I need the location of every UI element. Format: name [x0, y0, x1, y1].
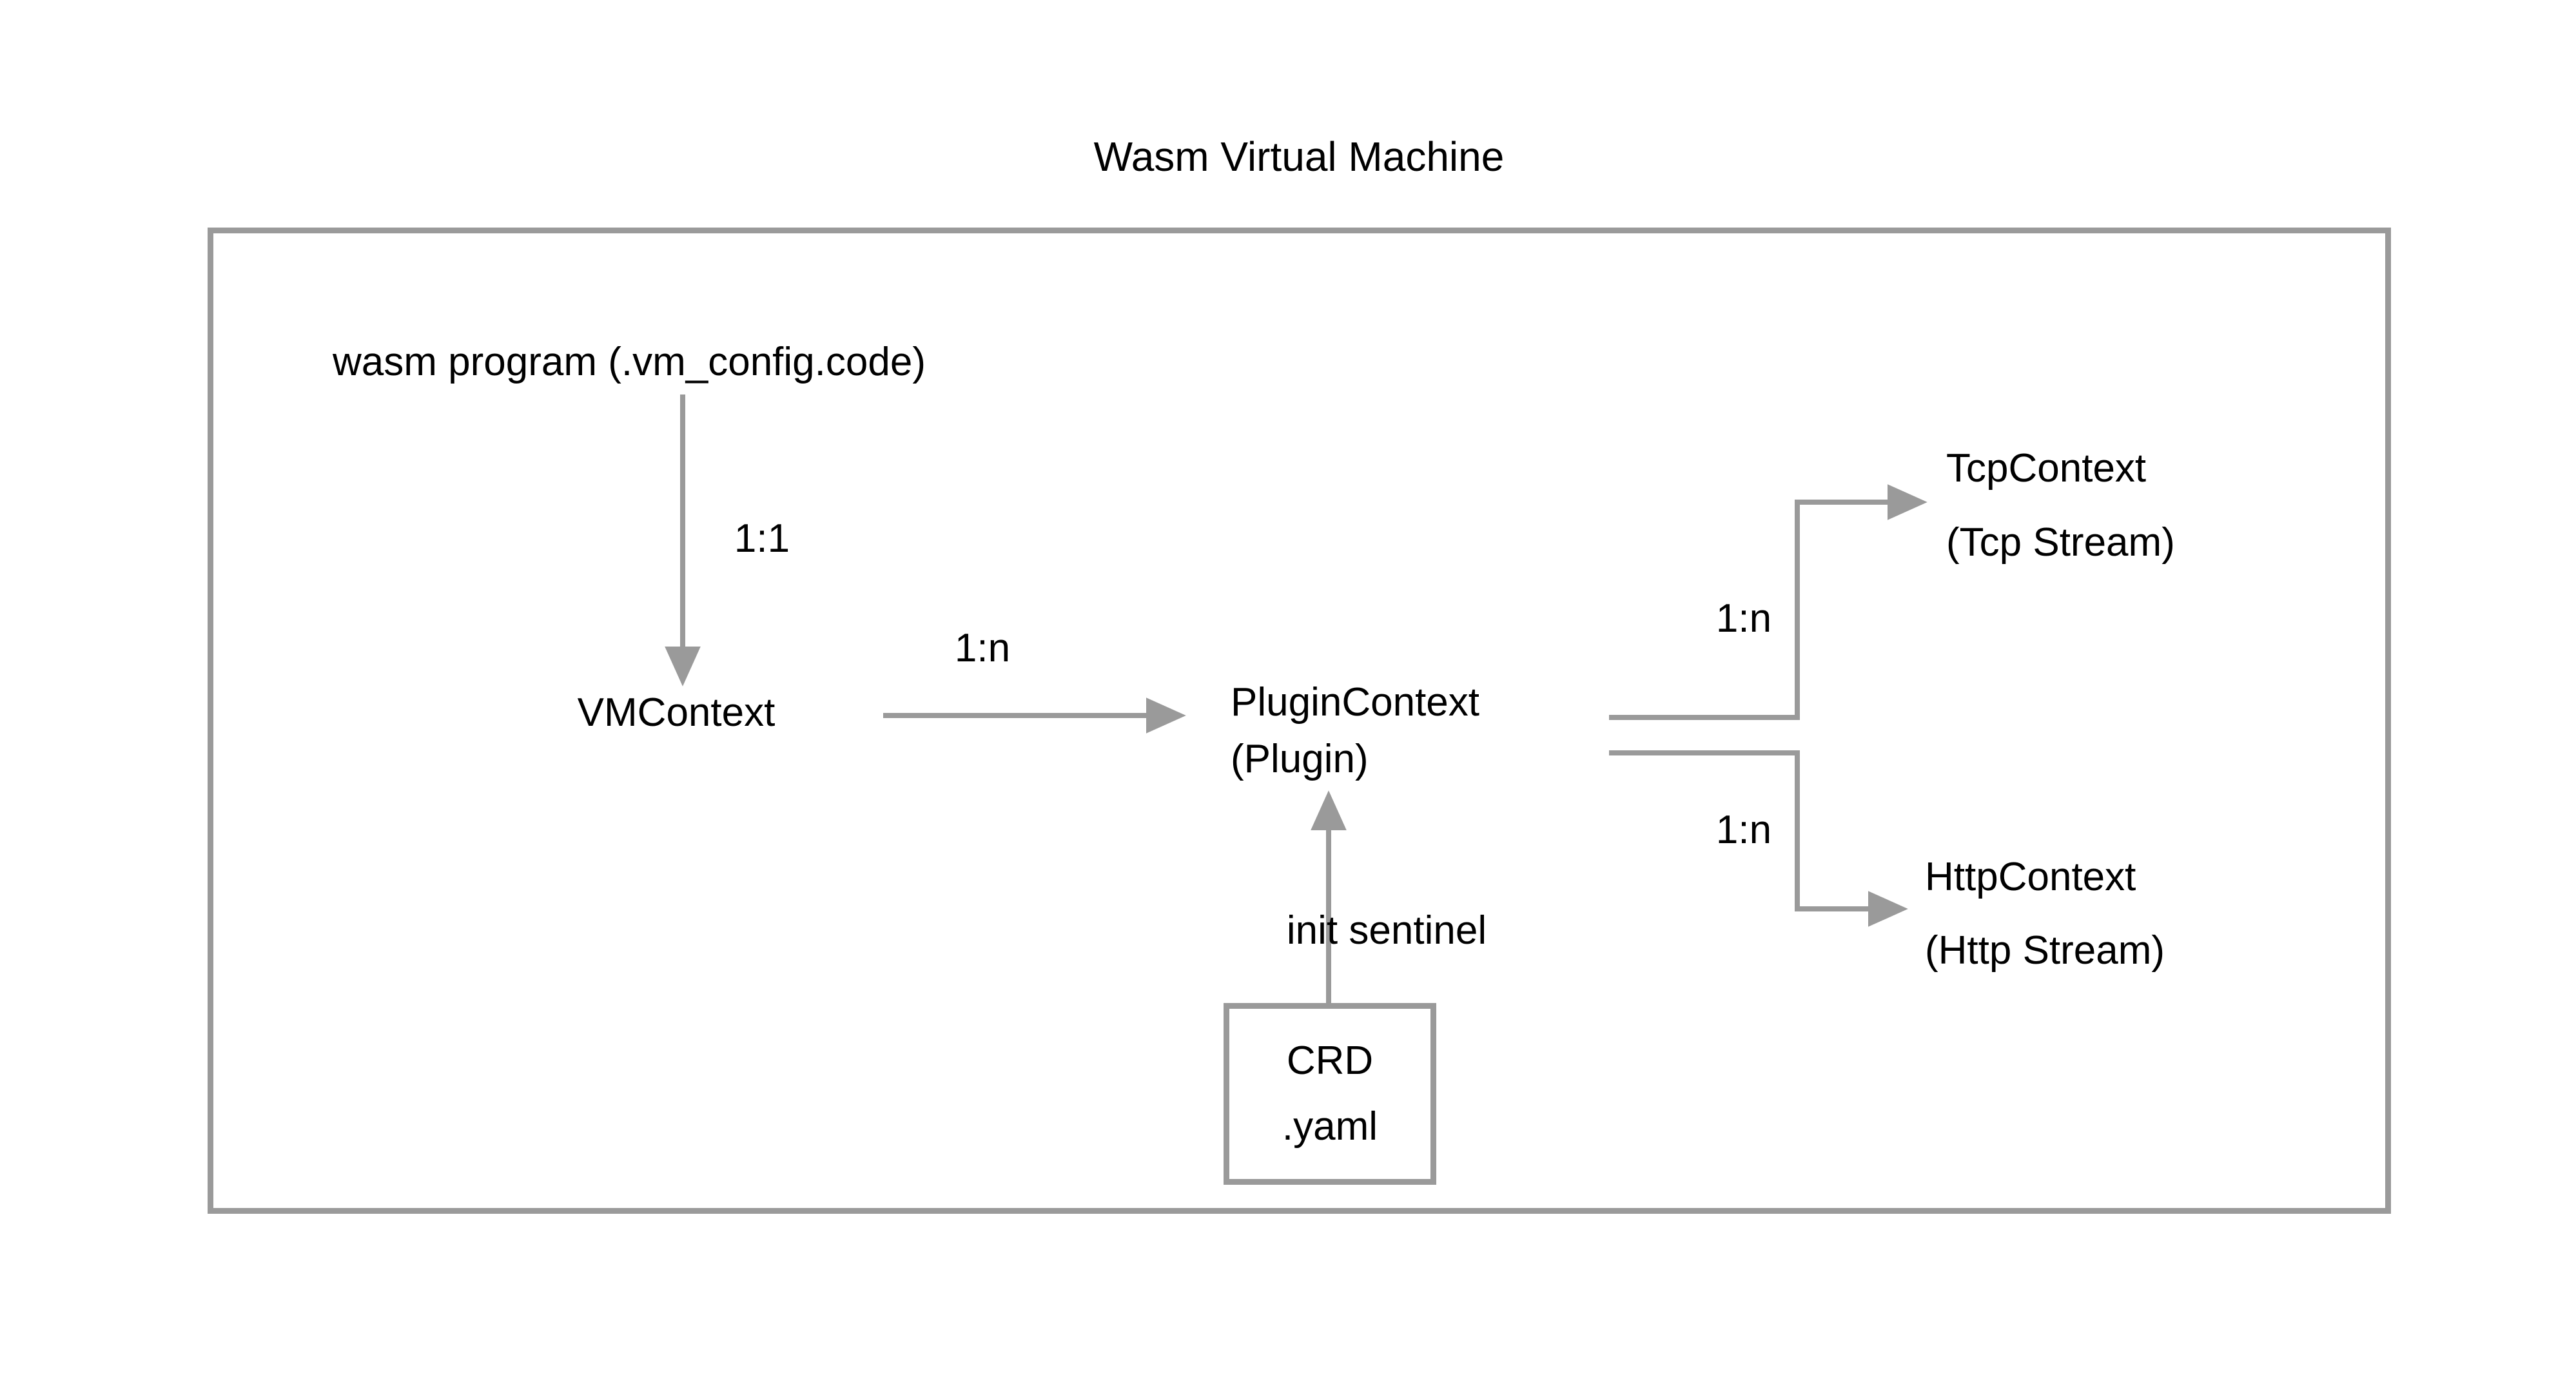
node-plugin-context-subtitle: (Plugin) — [1231, 737, 1369, 781]
edge-label-1-1: 1:1 — [734, 516, 790, 561]
node-crd-yaml-box: CRD .yaml — [1224, 1003, 1436, 1185]
node-http-context-subtitle: (Http Stream) — [1925, 928, 2165, 973]
crd-box-line1: CRD — [1286, 1038, 1374, 1083]
node-vm-context: VMContext — [577, 690, 776, 735]
edge-label-1-n-plugin-to-tcp: 1:n — [1715, 596, 1772, 641]
edge-label-1-n-vm-to-plugin: 1:n — [954, 626, 1011, 670]
node-wasm-program: wasm program (.vm_config.code) — [333, 340, 926, 384]
node-tcp-context-subtitle: (Tcp Stream) — [1946, 520, 2175, 565]
node-plugin-context-title: PluginContext — [1231, 680, 1480, 725]
node-tcp-context-title: TcpContext — [1946, 446, 2147, 491]
diagram-title: Wasm Virtual Machine — [1093, 133, 1505, 180]
crd-box-line2: .yaml — [1282, 1104, 1378, 1149]
wasm-vm-boundary-box — [208, 228, 2391, 1214]
edge-label-1-n-plugin-to-http: 1:n — [1715, 808, 1772, 852]
node-http-context-title: HttpContext — [1925, 855, 2136, 899]
edge-label-init-sentinel: init sentinel — [1286, 908, 1487, 953]
